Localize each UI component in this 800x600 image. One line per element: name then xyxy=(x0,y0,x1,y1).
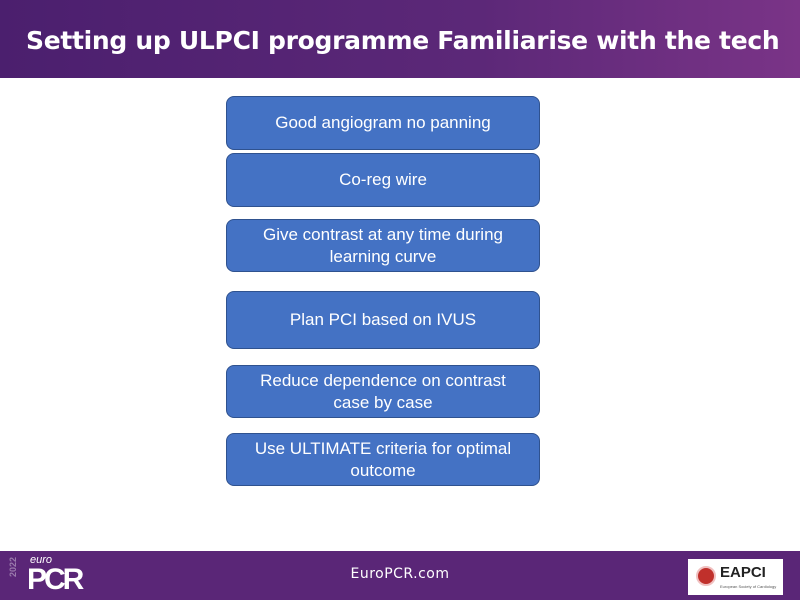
logo-euro: euro xyxy=(30,554,53,566)
website-link[interactable]: EuroPCR.com xyxy=(350,566,450,582)
eapci-text: EAPCI xyxy=(720,564,766,581)
slide-header: Setting up ULPCI programme Familiarise w… xyxy=(0,0,800,78)
slide-footer: 2022 euro PCR EuroPCR.com EAPCI European… xyxy=(0,551,800,600)
slide-title: Setting up ULPCI programme Familiarise w… xyxy=(26,26,780,55)
step-box-angiogram: Good angiogram no panning xyxy=(226,96,540,150)
step-box-ultimate: Use ULTIMATE criteria for optimal outcom… xyxy=(226,433,540,486)
step-box-reduce-contrast: Reduce dependence on contrast case by ca… xyxy=(226,365,540,418)
step-box-coreg: Co-reg wire xyxy=(226,153,540,207)
step-box-contrast: Give contrast at any time during learnin… xyxy=(226,219,540,272)
heart-icon xyxy=(696,566,716,586)
step-box-plan-pci: Plan PCI based on IVUS xyxy=(226,291,540,349)
eapci-logo: EAPCI European Society of Cardiology xyxy=(688,559,783,595)
esc-text: European Society of Cardiology xyxy=(720,584,777,589)
logo-pcr: PCR xyxy=(27,563,84,596)
